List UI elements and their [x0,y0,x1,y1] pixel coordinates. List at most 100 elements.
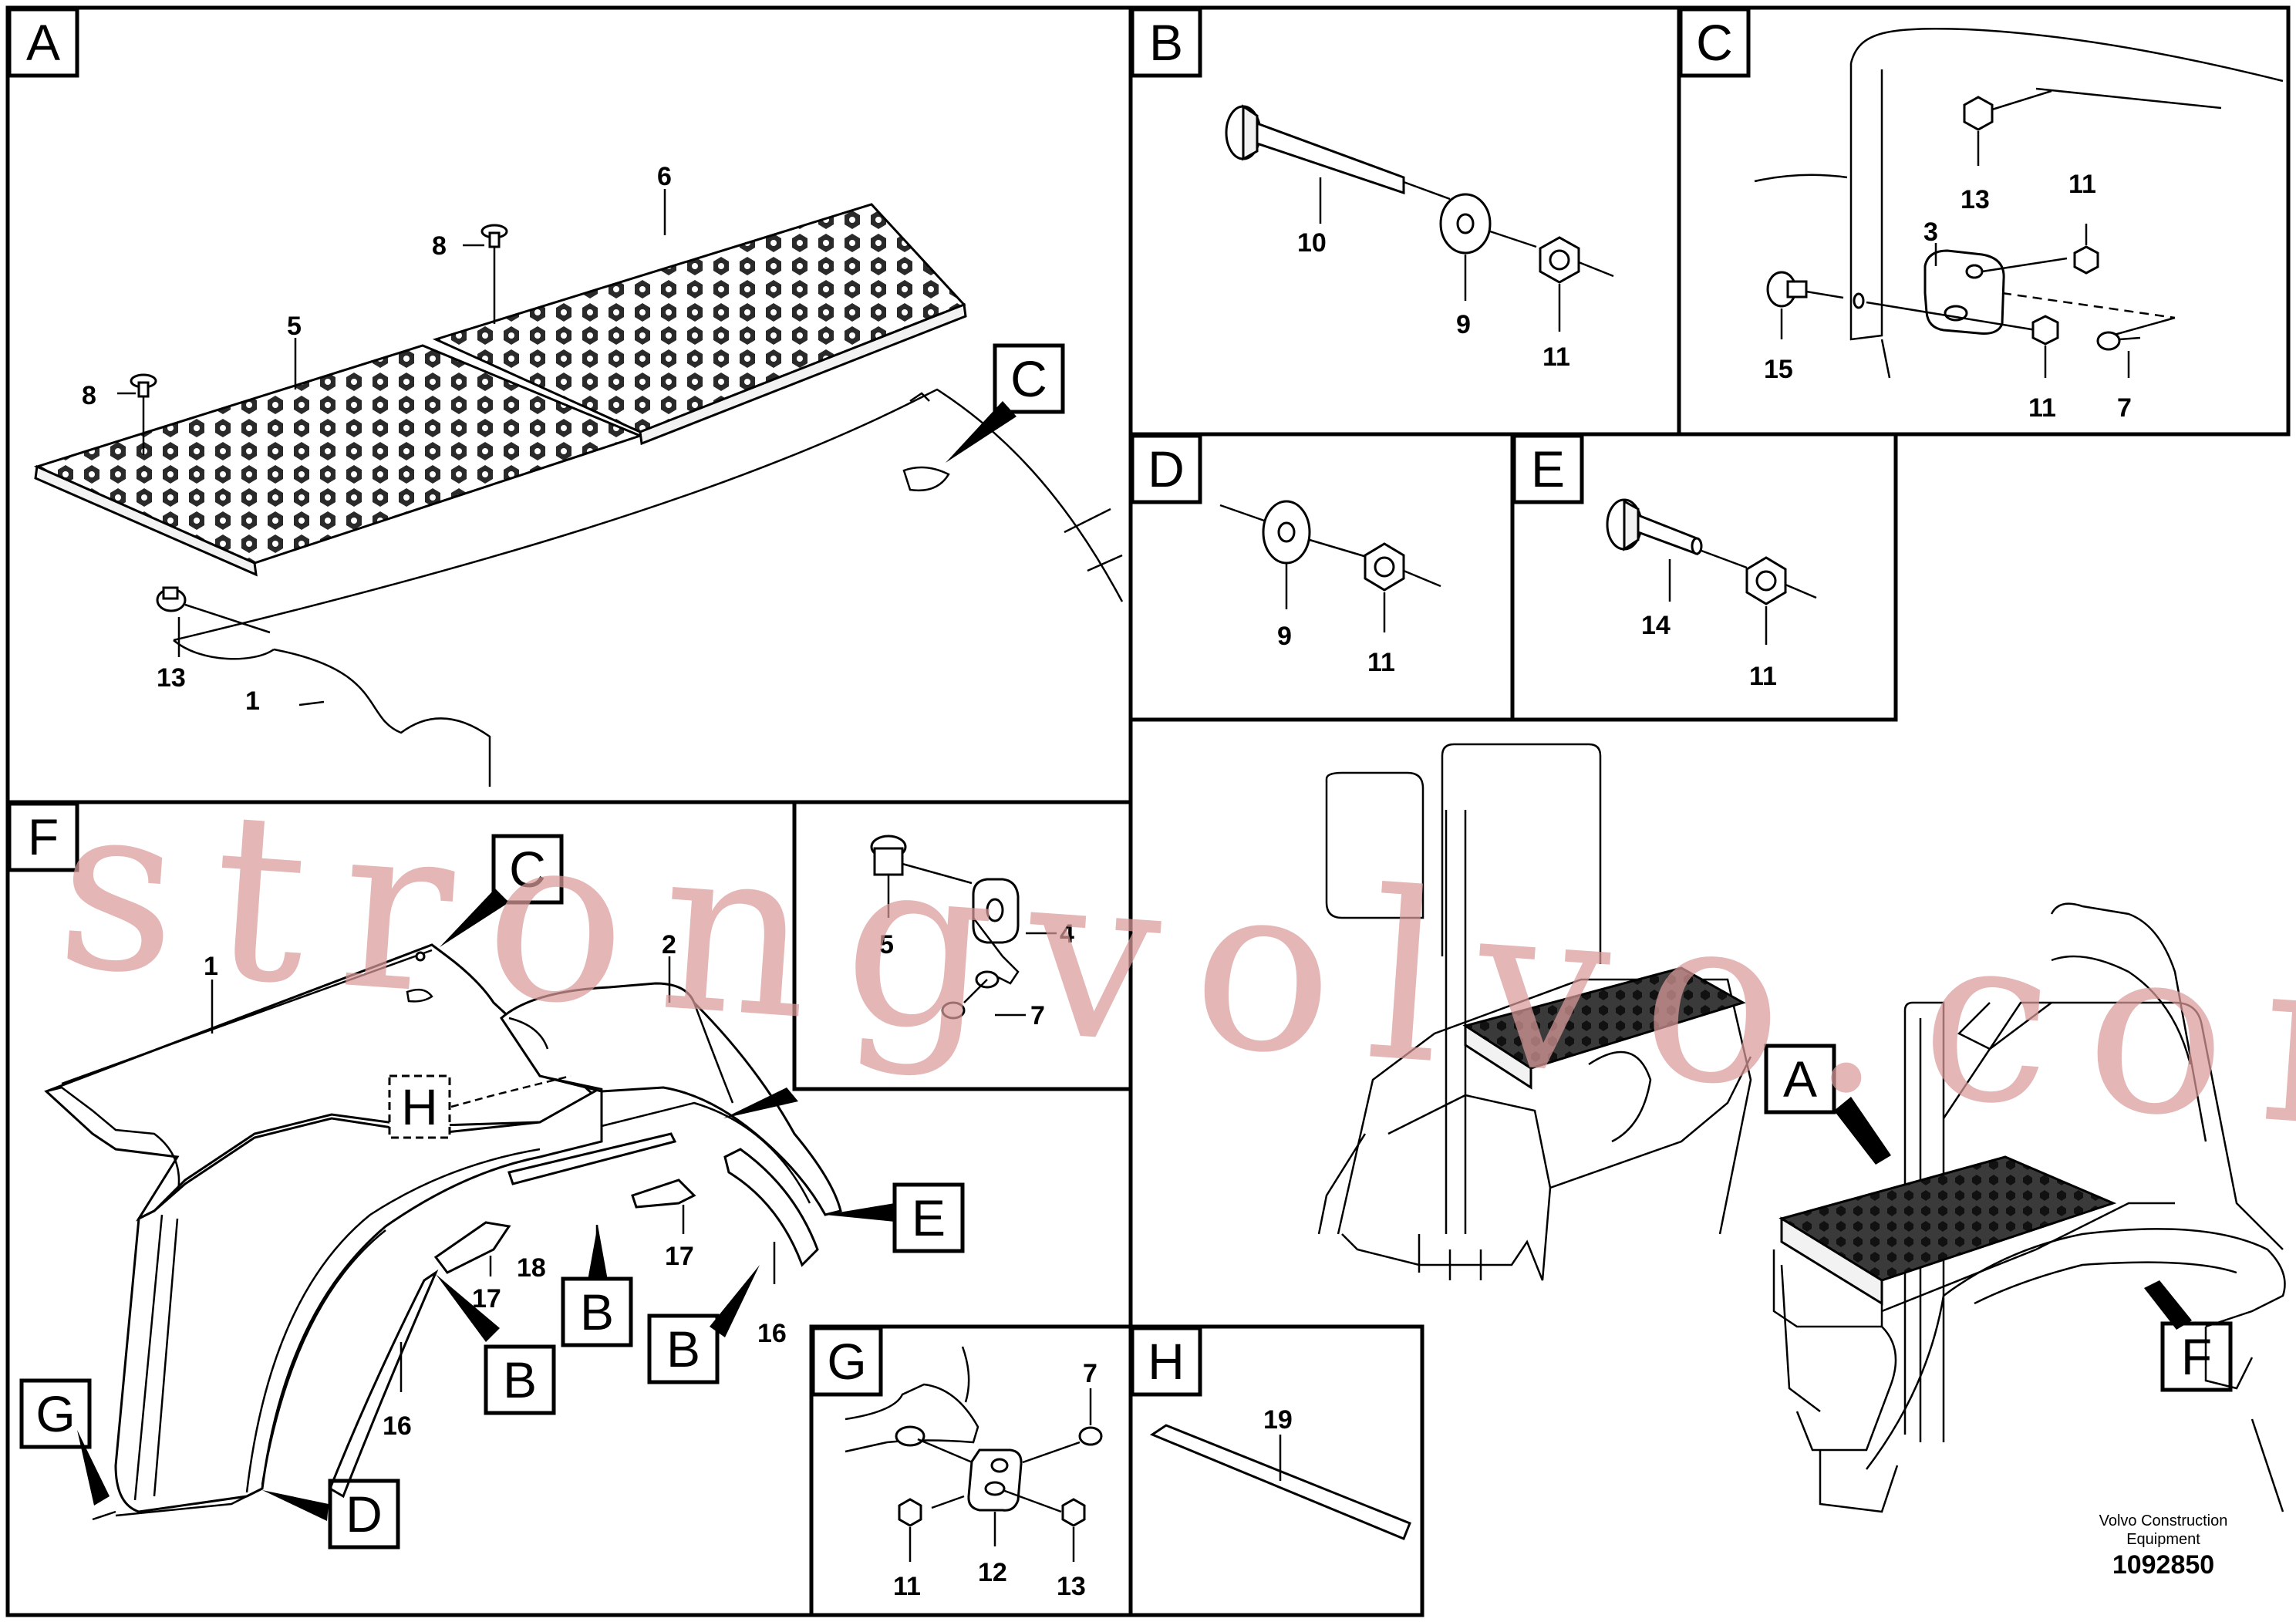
label-4: 4 [1060,919,1074,949]
label-13-g: 13 [1057,1572,1086,1601]
label-11-e: 11 [1749,662,1777,691]
bolt-8-a1 [130,373,157,455]
bolt-7-g [1078,1426,1103,1446]
callout-e-f: E [912,1189,946,1246]
label-1-f: 1 [204,952,218,981]
strip-17-right [631,1179,696,1209]
company-line-1: Volvo Construction [2099,1512,2228,1529]
label-14: 14 [1641,611,1671,640]
title-block: Volvo Construction Equipment 1092850 [2099,1512,2228,1580]
strip-16-left [329,1269,439,1499]
label-17-left: 17 [472,1284,501,1313]
nut-11-c2 [2031,315,2059,346]
bolt-13-a [156,586,271,634]
fender-2 [500,982,842,1216]
machine-overview [1317,743,2286,1513]
panel-d-assembly: 9 11 [1219,500,1441,677]
label-7-g: 7 [1083,1359,1097,1388]
label-18: 18 [517,1253,546,1283]
callout-c-a: C [1010,350,1047,407]
drawing-number: 1092850 [2112,1550,2214,1580]
label-16-left: 16 [383,1411,412,1441]
callout-b-f-center: B [580,1283,614,1340]
watermark-text: strongvolvo.com [50,750,2296,1191]
panel-c-frame [1677,5,2291,437]
panel-c-bracket: 13 11 3 15 11 7 [1754,28,2284,423]
panel-label-a: A [26,14,60,71]
label-19: 19 [1263,1405,1293,1435]
callout-h-f: H [401,1078,438,1135]
label-2: 2 [662,930,676,959]
label-11-c2: 11 [2028,393,2056,423]
panel-frames [5,5,2291,1617]
label-7-inset: 7 [1030,1001,1045,1030]
label-16-right: 16 [757,1319,787,1348]
nut-11-g [898,1498,922,1527]
strip-16-right [723,1148,819,1267]
panel-f-fender: H 1 2 18 17 17 16 16 C B B B E [19,834,965,1549]
strip-18 [507,1132,677,1185]
cover-1-top-edge [173,388,1124,642]
label-3: 3 [1923,218,1938,247]
label-5-inset: 5 [879,930,894,959]
bolt-8-a2 [480,224,508,324]
panel-b-frame [1128,5,1681,437]
overview-callouts: A F [1764,1044,2233,1392]
panel-label-c: C [1696,14,1733,71]
bolt-7-inset [941,1001,966,1020]
panel-b-assembly: 10 9 11 [1225,104,1614,372]
panel-a-step-plates: 5 6 8 8 13 1 C [33,162,1124,787]
label-11-c1: 11 [2068,170,2096,199]
callout-d-f: D [346,1485,383,1543]
fender-body [114,1085,603,1513]
nut-11-c1 [2073,245,2099,275]
callout-f-overview: F [2181,1328,2212,1385]
panel-label-b: B [1149,14,1183,71]
bolt-13-g [1061,1498,1086,1527]
label-6-a: 6 [657,162,672,191]
label-10: 10 [1297,228,1327,258]
panel-f-inset-frame [792,800,1133,1091]
strip-19 [1149,1424,1411,1540]
bracket-3 [1923,249,2005,335]
nut-13-c [1963,96,1994,131]
callout-g-f: G [35,1385,75,1442]
panel-e-frame [1510,432,1898,722]
label-17-right: 17 [665,1242,694,1271]
label-9-b: 9 [1456,310,1471,339]
label-12: 12 [978,1558,1007,1587]
panel-h-assembly: 19 [1149,1405,1411,1540]
company-line-2: Equipment [2126,1531,2200,1548]
panel-label-f: F [28,808,59,865]
panel-f-frame [5,800,1133,1617]
panel-e-assembly: 14 11 [1606,498,1817,691]
label-13-c: 13 [1961,185,1990,214]
callout-b-f-left: B [503,1351,537,1408]
panel-d-frame [1128,432,1515,722]
callout-a-overview: A [1783,1050,1817,1108]
label-7-c: 7 [2117,393,2132,423]
panel-label-e: E [1531,440,1565,497]
strip-17-left [433,1221,511,1274]
bracket-12 [967,1448,1023,1512]
panel-label-h: H [1148,1333,1185,1390]
panel-letter-boxes: A B C D E F G H [7,7,1751,1397]
label-8-a1: 8 [82,381,96,410]
panel-f-inset: 5 4 7 [870,835,1074,1030]
panel-label-g: G [827,1333,866,1390]
bolt-7-c [2096,331,2121,351]
label-15: 15 [1764,355,1793,384]
callout-c-f: C [509,841,546,898]
label-1-a: 1 [245,686,260,716]
label-8-a2: 8 [432,231,447,261]
label-13-a: 13 [157,663,186,693]
label-11-d: 11 [1367,648,1395,677]
label-11-g: 11 [893,1572,921,1601]
panel-g-assembly: 7 11 12 13 [845,1346,1103,1601]
callout-b-f-right: B [666,1320,700,1378]
panel-h-frame [1128,1324,1424,1617]
label-11-b: 11 [1542,342,1570,372]
label-5-a: 5 [287,312,302,341]
panel-label-d: D [1148,440,1185,497]
